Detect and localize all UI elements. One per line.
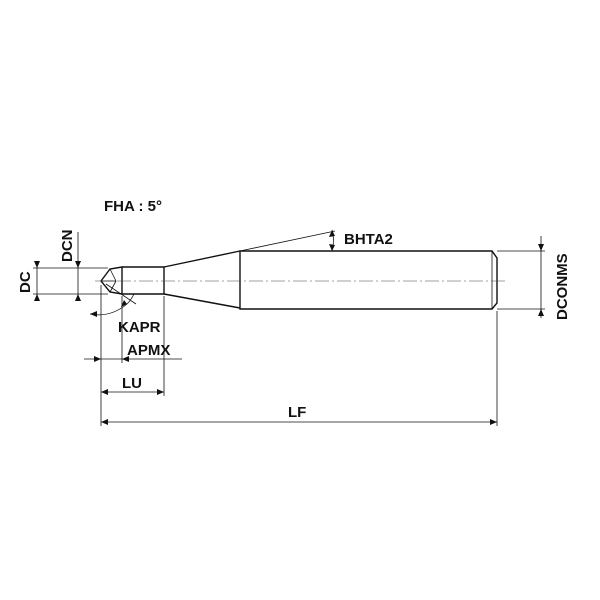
neck bbox=[122, 266, 165, 295]
kapr-label: KAPR bbox=[118, 319, 161, 336]
dconms-dimension: DCONMS bbox=[497, 236, 571, 320]
lf-label: LF bbox=[288, 404, 306, 421]
fha-note: FHA : 5° bbox=[104, 198, 162, 215]
taper bbox=[163, 250, 241, 309]
bhta2-extension bbox=[239, 230, 336, 252]
dc-dimension: DC bbox=[17, 261, 78, 301]
cutting-tip bbox=[100, 266, 123, 295]
dcn-label: DCN bbox=[59, 230, 76, 263]
bhta2-dimension: BHTA2 bbox=[239, 229, 393, 252]
lf-dimension: LF bbox=[101, 311, 498, 426]
bhta2-label: BHTA2 bbox=[344, 231, 393, 248]
dconms-label: DCONMS bbox=[554, 253, 571, 320]
apmx-dimension: APMX bbox=[84, 285, 182, 426]
tip-flute-line bbox=[109, 268, 117, 282]
kapr-leader bbox=[105, 283, 137, 305]
kapr-dimension: KAPR bbox=[89, 283, 161, 336]
tool-outline bbox=[95, 250, 508, 310]
lu-dimension: LU bbox=[101, 296, 165, 396]
shank bbox=[239, 250, 498, 310]
dc-label: DC bbox=[17, 271, 34, 293]
apmx-label: APMX bbox=[127, 342, 170, 359]
lu-label: LU bbox=[122, 375, 142, 392]
tip-flute-line-2 bbox=[109, 280, 117, 293]
dcn-dimension: DCN bbox=[59, 230, 108, 301]
